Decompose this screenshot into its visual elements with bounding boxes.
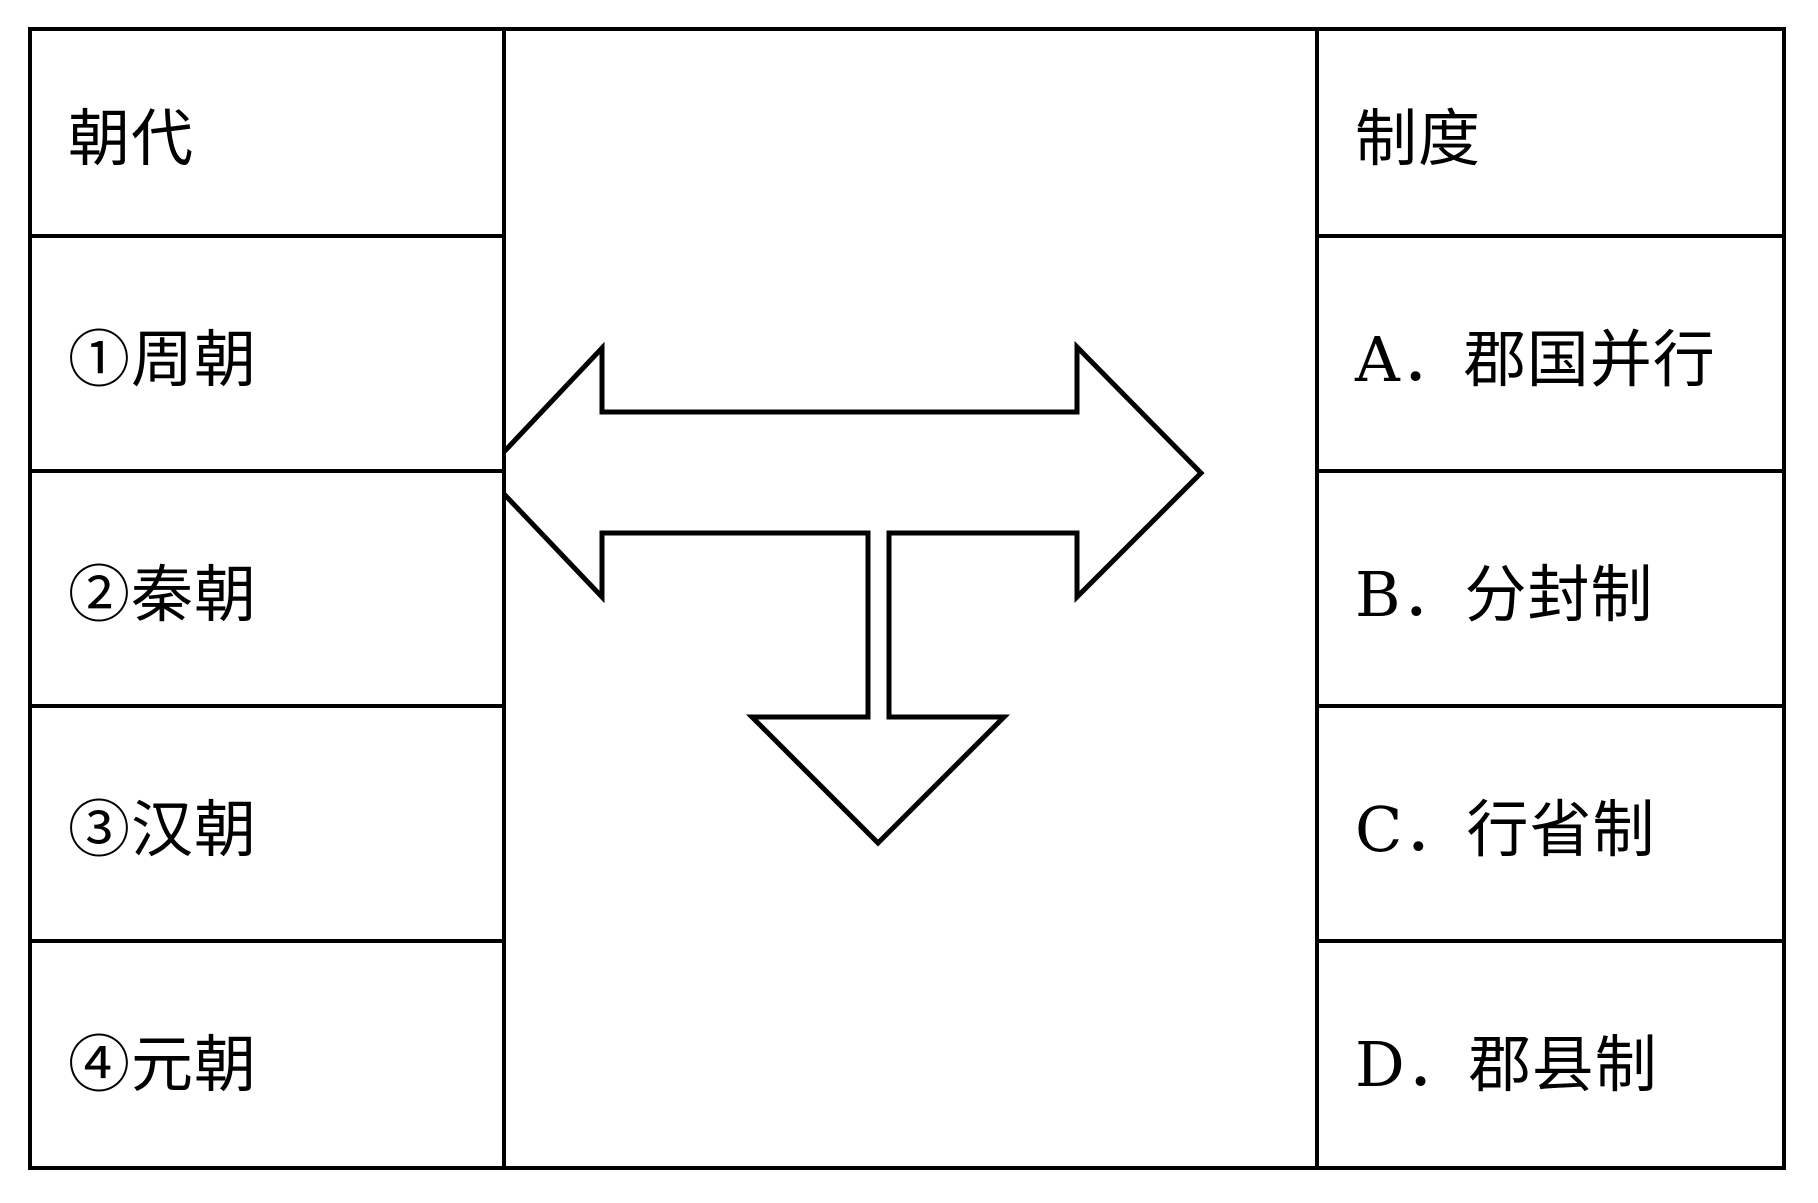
system-column: 制度 A．郡国并行 B．分封制 C．行省制 D．郡县制 <box>1315 31 1782 1166</box>
dynasty-header: 朝代 <box>32 31 502 238</box>
system-item-a: A．郡国并行 <box>1319 238 1782 473</box>
dynasty-column: 朝代 ①周朝 ②秦朝 ③汉朝 ④元朝 <box>32 31 506 1166</box>
system-item-d: D．郡县制 <box>1355 1027 1658 1101</box>
system-item-c: C．行省制 <box>1319 708 1782 943</box>
arrow-shape <box>506 340 1205 847</box>
dynasty-item-2: ②秦朝 <box>32 473 502 708</box>
system-item-b: B．分封制 <box>1319 473 1782 708</box>
system-header: 制度 <box>1319 31 1782 238</box>
matching-table: 朝代 ①周朝 ②秦朝 ③汉朝 ④元朝 制度 A．郡国并行 B．分封制 C．行省制… <box>28 27 1786 1170</box>
arrow-column <box>506 31 1315 1166</box>
dynasty-item-3: ③汉朝 <box>32 708 502 943</box>
three-way-arrow-icon <box>506 340 1205 847</box>
dynasty-item-1: ①周朝 <box>32 238 502 473</box>
dynasty-item-4: ④元朝 <box>68 1027 258 1101</box>
